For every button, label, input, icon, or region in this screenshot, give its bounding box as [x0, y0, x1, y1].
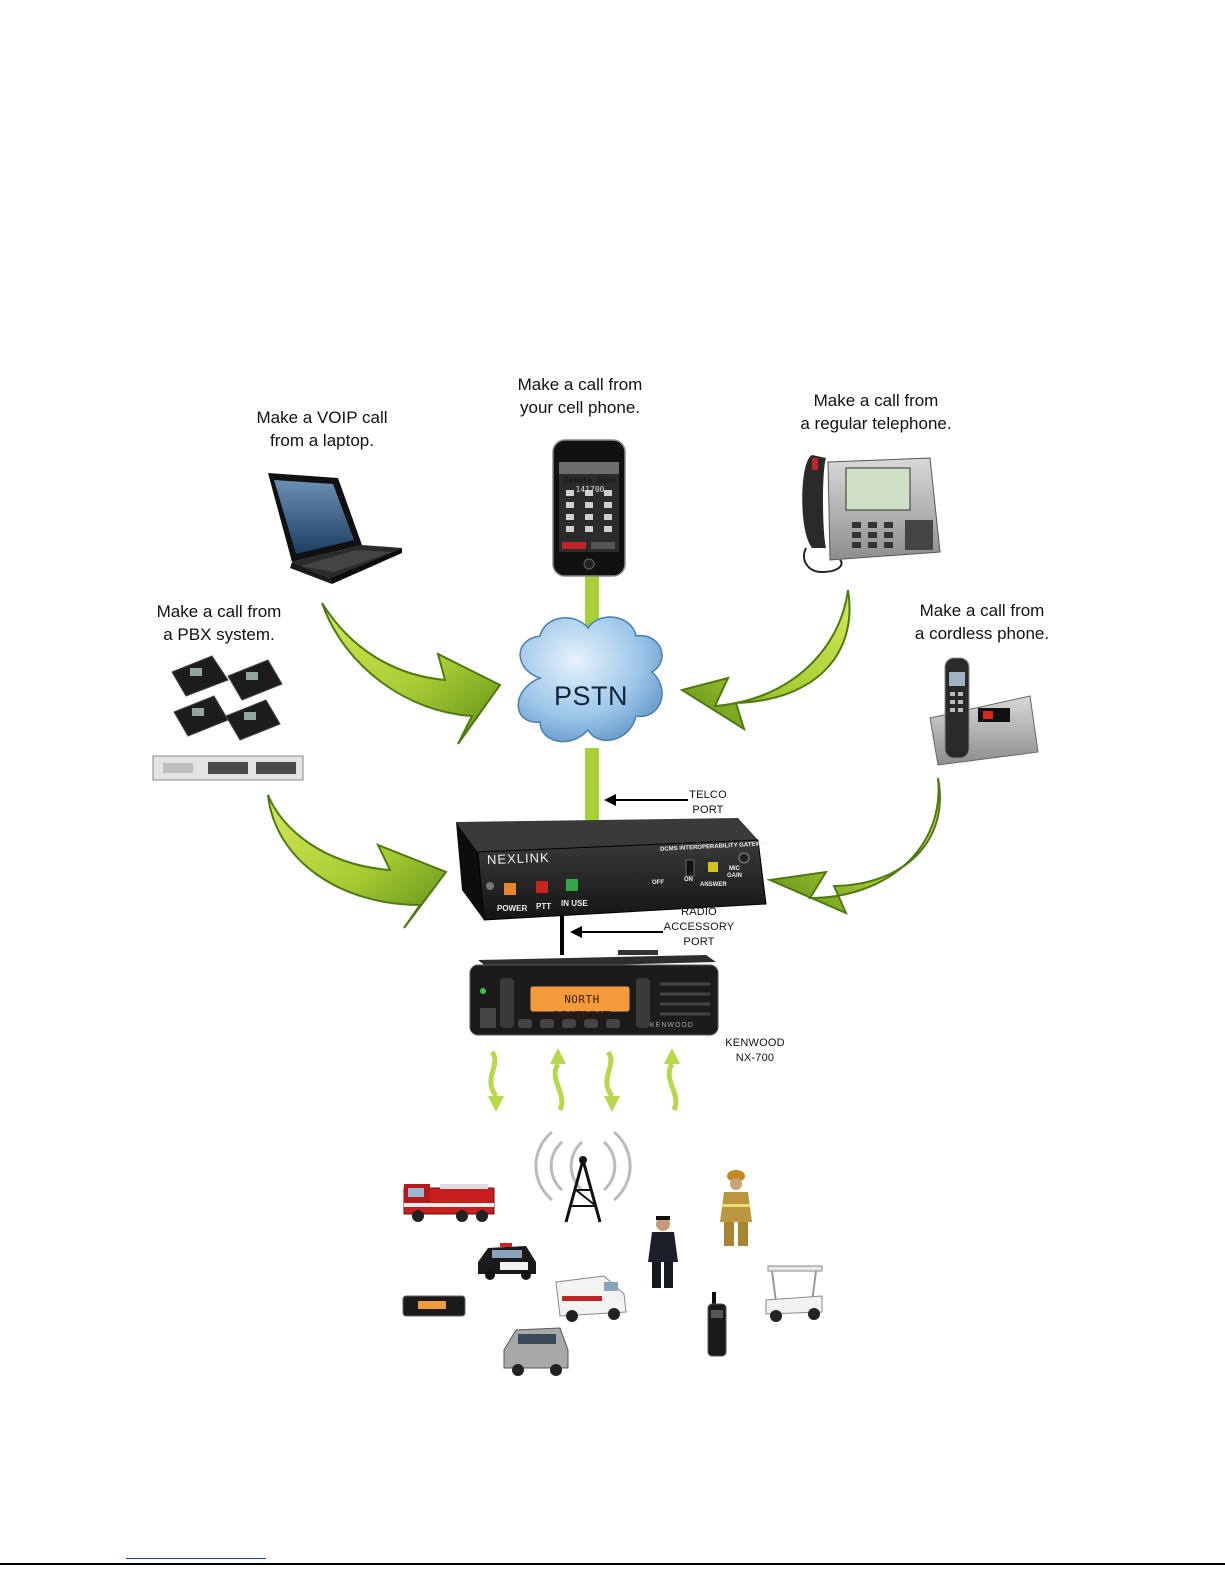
cell-phone-screen: Remote Base 141700 [560, 476, 620, 494]
switch-on-label: ON [684, 877, 693, 883]
mic-gain-label: MIC GAIN [727, 866, 742, 880]
radio-model-line1: KENWOOD [725, 1037, 785, 1049]
telco-port-line2: PORT [692, 804, 724, 816]
arrow-telephone-to-pstn [679, 589, 851, 732]
switch-off-label: OFF [652, 880, 664, 886]
pbx-label-line1: Make a call from [156, 602, 282, 621]
cell-phone-icon [552, 439, 626, 577]
police-car-icon [478, 1243, 536, 1280]
wavy-arrow-down-1 [488, 1050, 499, 1098]
telco-port-label: TELCO PORT [680, 788, 736, 818]
telco-pointer-arrow [604, 794, 688, 806]
handheld-radio-icon [707, 1292, 727, 1357]
cell-phone-screen-number: 141700 [575, 485, 605, 494]
police-officer-icon [648, 1216, 678, 1288]
radio-accessory-port-label: RADIO ACCESSORY PORT [662, 905, 736, 950]
telephone-label-line2: a regular telephone. [800, 414, 952, 433]
cordless-label-line2: a cordless phone. [914, 624, 1050, 643]
led-power-label: POWER [497, 904, 528, 913]
pbx-label: Make a call from a PBX system. [143, 600, 295, 646]
footer-rule [0, 1563, 1225, 1565]
arrow-pbx-to-gateway [267, 794, 448, 929]
cell-label: Make a call from your cell phone. [502, 373, 658, 419]
arrow-cordless-to-gateway [766, 777, 941, 915]
radio-display-text: NORTH DISTRICT [553, 993, 611, 1022]
wavy-arrow-up-1-head [550, 1048, 566, 1064]
led-ptt-label: PTT [536, 902, 552, 911]
mobile-radio-small-icon [402, 1295, 466, 1317]
pbx-icon [152, 655, 304, 781]
desk-phone-icon [802, 455, 941, 574]
wavy-arrow-up-2-head [664, 1048, 680, 1064]
wavy-arrow-up-2 [666, 1062, 679, 1112]
wavy-arrow-down-2-head [604, 1096, 620, 1112]
mobile-radio [469, 950, 719, 1036]
led-inuse-label: IN USE [561, 899, 588, 908]
telephone-label: Make a call from a regular telephone. [786, 389, 966, 435]
radio-model-label: KENWOOD NX-700 [718, 1036, 792, 1066]
radio-port-line2: ACCESSORY [663, 921, 735, 933]
radio-port-pointer-arrow [570, 926, 663, 938]
laptop-label-line2: from a laptop. [270, 431, 374, 450]
firefighter-icon [720, 1170, 752, 1246]
laptop-icon [268, 473, 402, 584]
mic-label: MIC [729, 866, 740, 872]
telco-port-line1: TELCO [689, 789, 727, 801]
cell-label-line1: Make a call from [517, 375, 643, 394]
radio-tower-icon [534, 1130, 632, 1223]
cordless-label-line1: Make a call from [919, 601, 1045, 620]
radio-model-line2: NX-700 [735, 1052, 775, 1064]
telephone-label-line1: Make a call from [813, 391, 939, 410]
laptop-label-line1: Make a VOIP call [256, 408, 388, 427]
gain-label: GAIN [727, 873, 742, 879]
gateway-brand: NEXLINK [486, 849, 550, 868]
arrow-laptop-to-pstn [321, 602, 502, 745]
wavy-arrow-down-1-head [488, 1096, 504, 1112]
wavy-arrow-up-1 [552, 1062, 565, 1112]
radio-brand: KENWOOD [650, 1022, 694, 1029]
pbx-label-line2: a PBX system. [163, 625, 275, 644]
van-icon [503, 1327, 569, 1376]
ambulance-icon [555, 1275, 627, 1322]
gateway-to-radio-cable [560, 915, 564, 955]
laptop-label: Make a VOIP call from a laptop. [247, 406, 397, 452]
pstn-label: PSTN [553, 681, 628, 711]
wavy-arrow-down-2 [604, 1050, 615, 1098]
answer-label: ANSWER [700, 882, 727, 888]
radio-port-line1: RADIO [681, 906, 717, 918]
cordless-phone-icon [929, 657, 1039, 766]
cloud-icon [517, 616, 663, 743]
footer-link-underline [126, 1558, 266, 1559]
cell-label-line2: your cell phone. [519, 398, 641, 417]
pstn-to-gateway-link [585, 748, 599, 823]
gateway-box [456, 818, 767, 921]
golf-cart-icon [765, 1265, 823, 1322]
cordless-label: Make a call from a cordless phone. [902, 599, 1062, 645]
fire-truck-icon [403, 1184, 495, 1222]
radio-port-line3: PORT [683, 936, 715, 948]
cell-phone-screen-title: Remote Base [563, 476, 617, 485]
